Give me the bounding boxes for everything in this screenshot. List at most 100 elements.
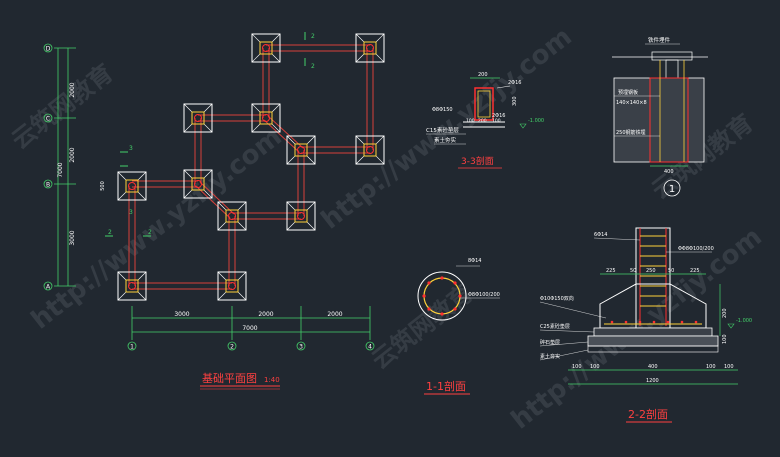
pier-footing (183, 103, 213, 133)
axis-bubbles-bottom (127, 341, 375, 351)
s22-bottom-rebar: Φ10Φ150双向 (540, 295, 574, 302)
pier-footing (183, 169, 213, 199)
s33-title: 3-3剖面 (461, 155, 494, 167)
s22-side-100: 100 (722, 334, 728, 344)
pier-footing (286, 135, 316, 165)
s22-title: 2-2剖面 (628, 407, 668, 421)
pier-footing (117, 171, 147, 201)
s33-label-c15: C15素砼垫层 (426, 126, 459, 134)
dim-h-2000-a: 2000 (258, 311, 273, 318)
dim-v-2000-top: 2000 (69, 82, 76, 97)
s33-dim-200: 200 (478, 118, 487, 124)
s11-rebar-dots (422, 276, 462, 316)
s22-dim-bottom-100b: 100 (590, 364, 600, 370)
section-mark-3b: 3 (129, 209, 133, 216)
axis-label-1: 1 (130, 344, 134, 351)
section-mark-2c: 2 (108, 229, 112, 236)
s33-dim-width: 200 (478, 72, 488, 78)
d1-label-plate: 预埋钢板 (618, 89, 638, 96)
watermark-url-1: http://www.yzfjy.com (26, 122, 288, 336)
pier-footing (217, 201, 247, 231)
s22-dim-bottom-100c: 100 (706, 364, 716, 370)
s33-side-dim: 300 (512, 96, 518, 106)
dim-v-2000-mid: 2000 (69, 147, 76, 162)
s22-dim-top-50b: 50 (668, 268, 674, 274)
dim-v-total: 7000 (57, 162, 64, 177)
foundation-plan: D C B A 2000 2000 3000 7000 3000 2000 20… (43, 32, 385, 390)
dim-h-3000: 3000 (174, 311, 189, 318)
dim-500: 500 (100, 181, 106, 191)
axis-label-2: 2 (230, 344, 234, 351)
plan-title: 基础平面图 (202, 372, 257, 385)
s11-rebar-stirrup: Φ8Φ100/200 (468, 292, 500, 298)
s22-label-stone: 碎石垫层 (540, 339, 560, 346)
s22-stone-pad (587, 335, 719, 347)
detail-1: 铁件埋件 预埋钢板 140×140×8 250钢筋铁埋 400 1 (612, 36, 708, 197)
dim-v-3000: 3000 (69, 230, 76, 245)
pier-footing (355, 33, 385, 63)
d1-number-bubble (663, 179, 681, 197)
s11-title: 1-1剖面 (426, 379, 466, 393)
axis-label-4: 4 (368, 344, 372, 351)
s33-rebar-bottom: 2Φ16 (492, 113, 505, 119)
pier-footings (117, 33, 385, 301)
s33-rebar-top: 2Φ16 (508, 80, 521, 86)
d1-number: 1 (669, 184, 675, 195)
s22-dim-bottom-100d: 100 (724, 364, 734, 370)
s22-label-c25: C25素砼垫层 (540, 323, 570, 330)
s22-dim-top-50a: 50 (630, 268, 636, 274)
axis-label-d: D (46, 46, 51, 53)
pier-footing (217, 271, 247, 301)
pier-footing (286, 201, 316, 231)
s22-dim-total: 1200 (646, 378, 659, 384)
d1-label-top: 铁件埋件 (648, 36, 671, 44)
section-2-2: 6Φ14 ΦΦ8Φ100/200 Φ10Φ150双向 C25素砼垫层 碎石垫层 … (539, 227, 752, 423)
section-mark-2b: 2 (311, 63, 315, 70)
s22-label-soil: 素土夯实 (540, 353, 560, 360)
s22-dim-top-225b: 225 (690, 268, 700, 274)
pier-footing (251, 103, 281, 133)
section-cut-marks (105, 32, 306, 237)
s33-stirrup-label: Φ8Φ150 (432, 107, 453, 113)
dim-h-total: 7000 (242, 325, 257, 332)
s33-dim-100b: 100 (492, 118, 501, 124)
s22-c25-pad (593, 327, 713, 337)
plan-scale: 1:40 (264, 376, 280, 384)
d1-dim: 400 (664, 169, 674, 175)
s22-level: -1.000 (736, 318, 752, 324)
s33-stirrup (477, 90, 491, 118)
watermark-name-2: 云筑网教育 (366, 279, 478, 375)
s11-rebar-main: 8Φ14 (468, 258, 481, 264)
watermark-name-1: 云筑网教育 (6, 59, 118, 155)
d1-label-foot: 250钢筋铁埋 (616, 129, 646, 136)
axis-label-3: 3 (299, 344, 303, 351)
s22-side-200: 200 (722, 308, 728, 318)
s22-stirrups (640, 235, 666, 307)
d1-pier (613, 77, 705, 163)
section-1-1: 8Φ14 Φ8Φ100/200 1-1剖面 (417, 258, 500, 395)
s11-outer-circle (417, 271, 467, 321)
s22-dim-bottom-100a: 100 (572, 364, 582, 370)
section-3-3: 200 2Φ16 Φ8Φ150 2Φ16 100 200 100 300 C15… (426, 72, 544, 169)
axis-label-a: A (46, 284, 51, 291)
section-mark-3a: 3 (129, 145, 133, 152)
s22-stirrup: ΦΦ8Φ100/200 (678, 246, 714, 252)
s33-dim-100a: 100 (466, 118, 475, 124)
grade-beams (128, 44, 374, 290)
s33-level: -1.000 (528, 118, 544, 124)
s22-dim-top-225a: 225 (606, 268, 616, 274)
d1-label-plate-size: 140×140×8 (616, 100, 647, 106)
axis-bubbles-left (43, 43, 53, 291)
s22-dim-bottom-400: 400 (648, 364, 658, 370)
pier-footing (251, 33, 281, 63)
s33-beam (474, 87, 494, 121)
pier-footing (117, 271, 147, 301)
s22-dim-top-250: 250 (646, 268, 656, 274)
s33-label-soil: 素土夯实 (434, 136, 457, 144)
dim-h-2000-b: 2000 (327, 311, 342, 318)
axis-label-c: C (46, 116, 50, 123)
section-mark-2a: 2 (311, 33, 315, 40)
axis-label-b: B (46, 182, 50, 189)
section-mark-2d: 2 (148, 229, 152, 236)
